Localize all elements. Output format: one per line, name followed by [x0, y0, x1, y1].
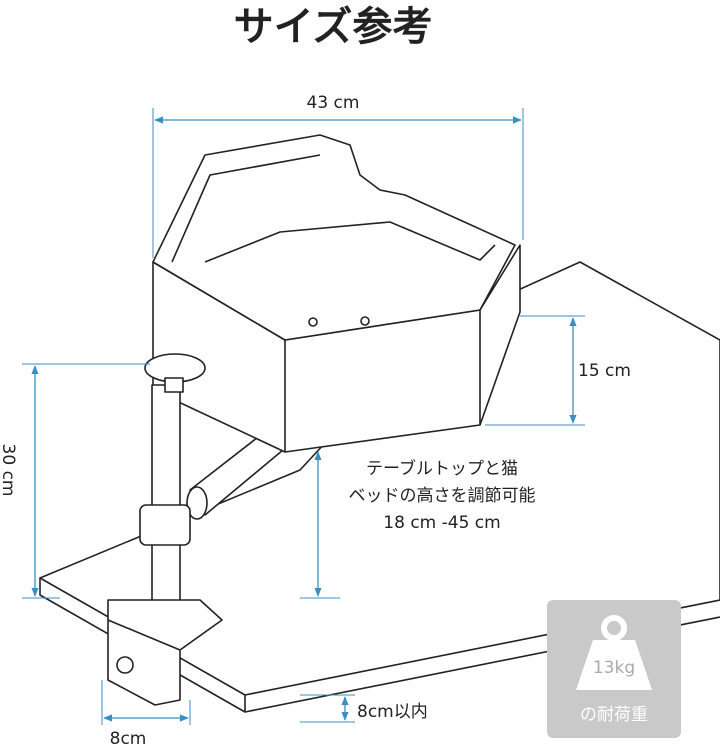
weight-caption: の耐荷重: [580, 705, 648, 725]
weight-value: 13kg: [593, 658, 635, 678]
desk-clamp: [107, 599, 223, 706]
clamp-thickness-label: 8cm以内: [357, 702, 428, 722]
bed-height-label: 15 cm: [578, 361, 631, 381]
adjust-range-label: 18 cm -45 cm: [383, 513, 500, 533]
adjust-text-line2: ベッドの高さを調節可能: [349, 486, 536, 506]
weight-icon: [576, 615, 652, 690]
width-label: 43 cm: [307, 93, 360, 113]
adjust-text-line1: テーブルトップと猫: [366, 458, 518, 479]
page-title: サイズ参考: [234, 4, 433, 50]
mount-pole: [139, 353, 206, 606]
load-capacity-badge: 13kg の耐荷重: [547, 600, 681, 738]
clamp-width-label: 8cm: [110, 729, 147, 748]
total-height-label: 30 cm: [0, 444, 18, 497]
cat-bed: [152, 134, 521, 453]
